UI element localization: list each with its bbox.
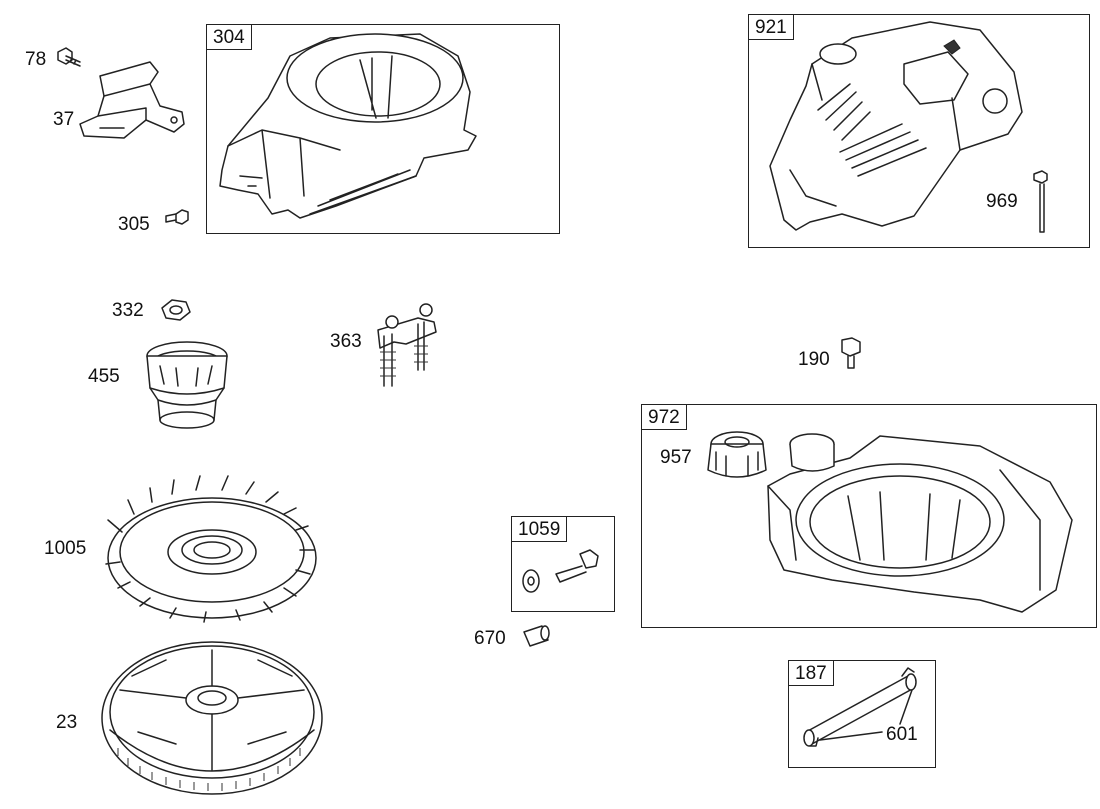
engine-cover-921-drawing — [769, 21, 1023, 231]
part-box-tag-304: 304 — [206, 24, 252, 50]
flywheel-fan-1005-drawing — [105, 475, 317, 623]
fuel-cap-957-drawing — [707, 431, 767, 478]
part-label-1005: 1005 — [44, 538, 87, 559]
part-box-tag-972: 972 — [641, 404, 687, 430]
part-box-187: 187 — [788, 660, 936, 768]
screw-190-drawing — [841, 337, 861, 369]
part-label-670: 670 — [474, 628, 506, 649]
part-label-363: 363 — [330, 331, 362, 352]
screw-969-drawing — [1033, 170, 1048, 233]
part-box-tag-1059: 1059 — [511, 516, 568, 542]
part-label-190: 190 — [798, 349, 830, 370]
part-box-972: 972 — [641, 404, 1097, 628]
part-box-921: 921 — [748, 14, 1090, 248]
part-label-601: 601 — [886, 724, 918, 745]
part-box-304: 304 — [206, 24, 560, 234]
part-box-tag-921: 921 — [748, 14, 794, 40]
screw-78-drawing — [57, 47, 81, 67]
part-label-78: 78 — [25, 49, 47, 70]
part-label-305: 305 — [118, 214, 150, 235]
part-label-957: 957 — [660, 447, 692, 468]
part-label-455: 455 — [88, 366, 120, 387]
blower-housing-304-drawing — [219, 33, 477, 219]
part-label-332: 332 — [112, 300, 144, 321]
starter-cup-455-drawing — [146, 341, 228, 429]
flywheel-23-drawing — [101, 641, 323, 795]
part-label-969: 969 — [986, 191, 1018, 212]
screw-305-drawing — [165, 209, 189, 225]
bracket-363-drawing — [377, 303, 437, 387]
bushing-670-drawing — [523, 625, 550, 647]
fuel-line-187-drawing — [803, 667, 917, 747]
nut-332-drawing — [161, 299, 191, 321]
part-box-tag-187: 187 — [788, 660, 834, 686]
fuel-tank-972-drawing — [767, 433, 1073, 613]
part-box-1059: 1059 — [511, 516, 615, 612]
screw-washer-1059-drawing — [522, 549, 599, 593]
part-label-23: 23 — [56, 712, 78, 733]
part-label-37: 37 — [53, 109, 75, 130]
air-guide-37-drawing — [79, 61, 185, 139]
